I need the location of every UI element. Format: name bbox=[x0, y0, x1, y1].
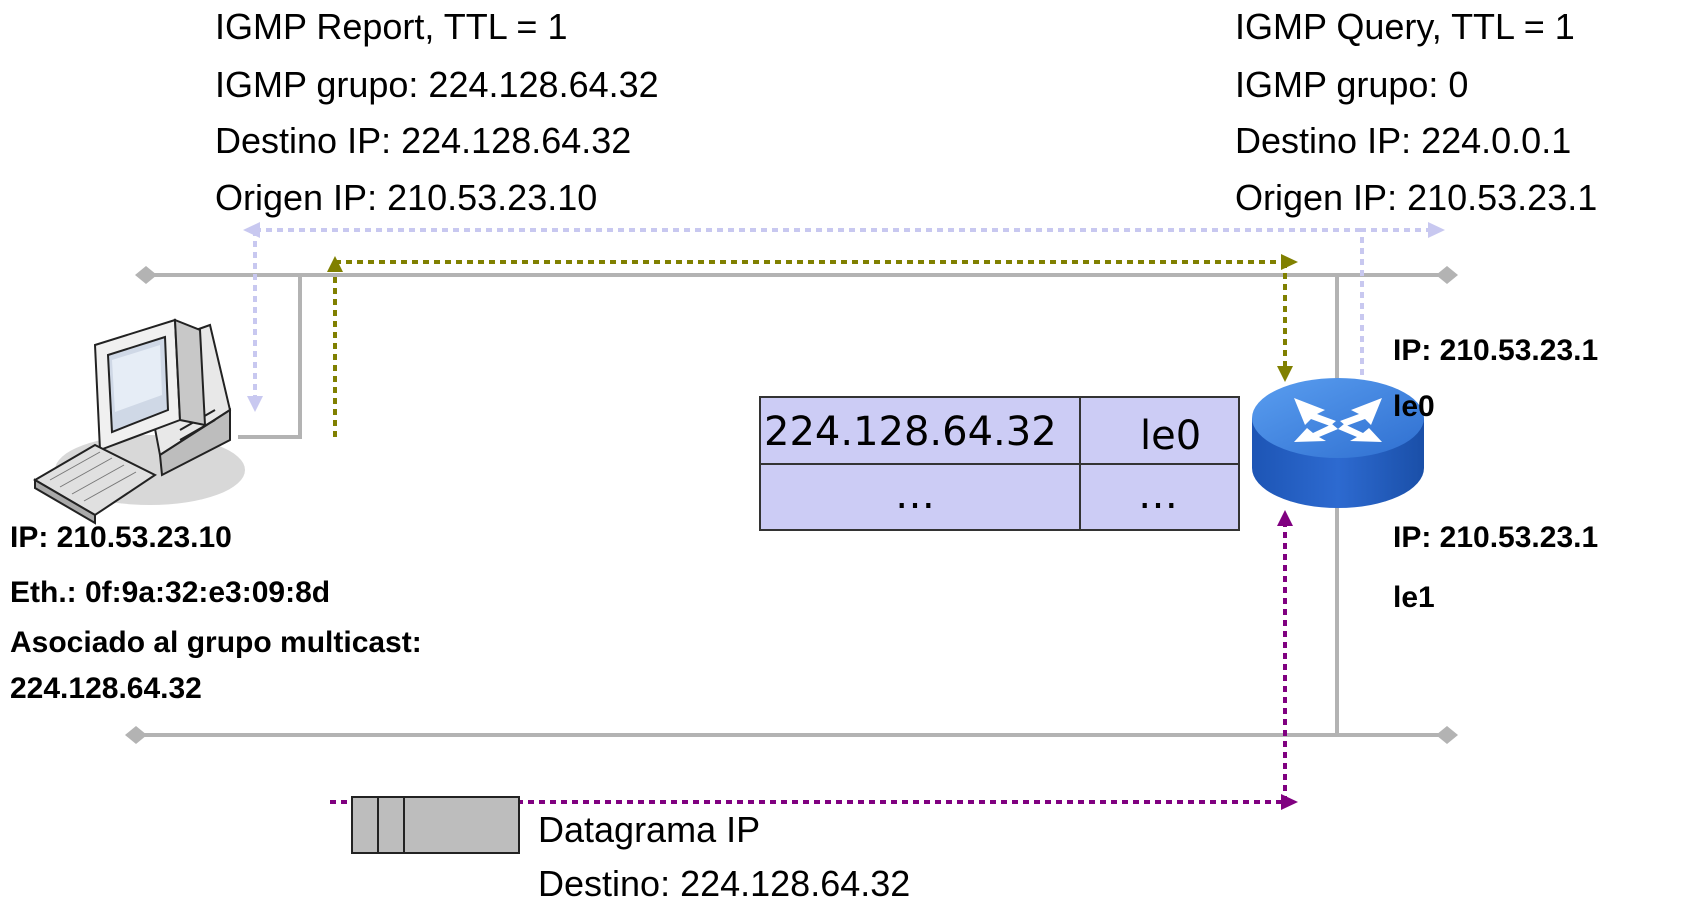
host-eth-label: Eth.: 0f:9a:32:e3:09:8d bbox=[10, 576, 331, 609]
datagram-arrowhead-right bbox=[1281, 794, 1298, 810]
report-line-2: IGMP grupo: 224.128.64.32 bbox=[215, 64, 659, 105]
datagram-arrowhead-up bbox=[1277, 510, 1293, 526]
router-le0-ip-label: IP: 210.53.23.1 bbox=[1393, 334, 1599, 367]
bottom-network-bus bbox=[125, 726, 1458, 744]
host-connection-line bbox=[238, 275, 302, 439]
workstation-icon bbox=[33, 318, 245, 525]
router-le1-name-label: le1 bbox=[1393, 581, 1435, 614]
top-network-bus bbox=[135, 266, 1458, 284]
report-arrowhead-right bbox=[1281, 254, 1298, 270]
query-line-1: IGMP Query, TTL = 1 bbox=[1235, 6, 1575, 47]
igmp-query-arrow bbox=[253, 228, 1430, 408]
query-line-2: IGMP grupo: 0 bbox=[1235, 64, 1469, 105]
datagram-title-label: Datagrama IP bbox=[538, 809, 761, 850]
host-group-label: 224.128.64.32 bbox=[10, 672, 202, 705]
report-arrowhead-down bbox=[1277, 366, 1293, 382]
multicast-routing-table bbox=[759, 396, 1240, 531]
query-line-4: Origen IP: 210.53.23.1 bbox=[1235, 177, 1598, 218]
datagram-dest-label: Destino: 224.128.64.32 bbox=[538, 863, 911, 904]
query-line-3: Destino IP: 224.0.0.1 bbox=[1235, 120, 1572, 161]
query-arrowhead-down bbox=[247, 396, 263, 412]
report-line-3: Destino IP: 224.128.64.32 bbox=[215, 120, 632, 161]
router-le1-ip-label: IP: 210.53.23.1 bbox=[1393, 521, 1599, 554]
igmp-report-arrow bbox=[333, 260, 1287, 437]
host-assoc-label: Asociado al grupo multicast: bbox=[10, 626, 422, 659]
report-line-1: IGMP Report, TTL = 1 bbox=[215, 6, 568, 47]
table-row-1-iface: le0 bbox=[1140, 413, 1202, 459]
router-le0-name-label: le0 bbox=[1393, 390, 1435, 423]
datagram-packet-icon bbox=[351, 796, 520, 854]
query-arrowhead-left bbox=[243, 222, 260, 238]
report-line-4: Origen IP: 210.53.23.10 bbox=[215, 177, 598, 218]
datagram-arrow bbox=[330, 520, 1287, 804]
report-arrowhead-up bbox=[327, 256, 343, 272]
table-row-2-iface: … bbox=[1138, 472, 1178, 518]
query-arrowhead-right bbox=[1428, 222, 1445, 238]
table-row-2-group: … bbox=[895, 472, 935, 518]
table-row-1-group: 224.128.64.32 bbox=[764, 409, 1057, 455]
host-ip-label: IP: 210.53.23.10 bbox=[10, 521, 232, 554]
router-icon bbox=[1252, 378, 1424, 508]
